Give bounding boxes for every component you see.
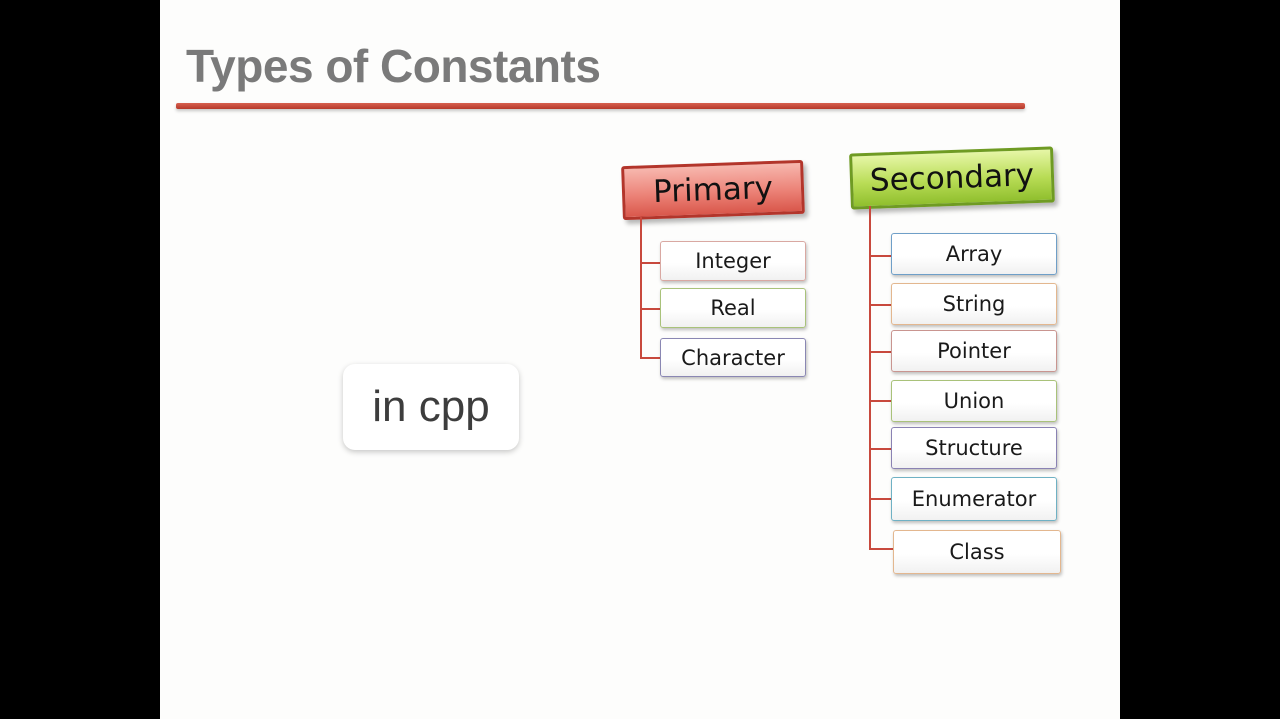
secondary-branch-line: [869, 498, 891, 500]
primary-trunk-line: [640, 217, 642, 358]
secondary-item-class: Class: [893, 530, 1061, 574]
secondary-item-string: String: [891, 283, 1057, 325]
secondary-branch-line: [869, 548, 893, 550]
primary-branch-line: [640, 357, 660, 359]
slide-title: Types of Constants: [186, 40, 601, 92]
secondary-trunk-line: [869, 206, 871, 549]
primary-branch-line: [640, 262, 660, 264]
primary-header: Primary: [621, 159, 805, 221]
caption-box: in cpp: [343, 364, 519, 450]
slide: Types of Constants in cpp Primary Intege…: [160, 0, 1120, 719]
secondary-item-enumerator: Enumerator: [891, 477, 1057, 521]
secondary-header: Secondary: [849, 146, 1055, 210]
primary-item-real: Real: [660, 288, 806, 328]
secondary-branch-line: [869, 304, 891, 306]
secondary-branch-line: [869, 448, 891, 450]
primary-branch-line: [640, 308, 660, 310]
secondary-item-union: Union: [891, 380, 1057, 422]
secondary-branch-line: [869, 255, 891, 257]
title-underline: [176, 103, 1025, 109]
secondary-branch-line: [869, 400, 891, 402]
secondary-item-pointer: Pointer: [891, 330, 1057, 372]
primary-item-character: Character: [660, 338, 806, 377]
primary-item-integer: Integer: [660, 241, 806, 281]
secondary-branch-line: [869, 351, 891, 353]
secondary-item-structure: Structure: [891, 427, 1057, 469]
secondary-item-array: Array: [891, 233, 1057, 275]
